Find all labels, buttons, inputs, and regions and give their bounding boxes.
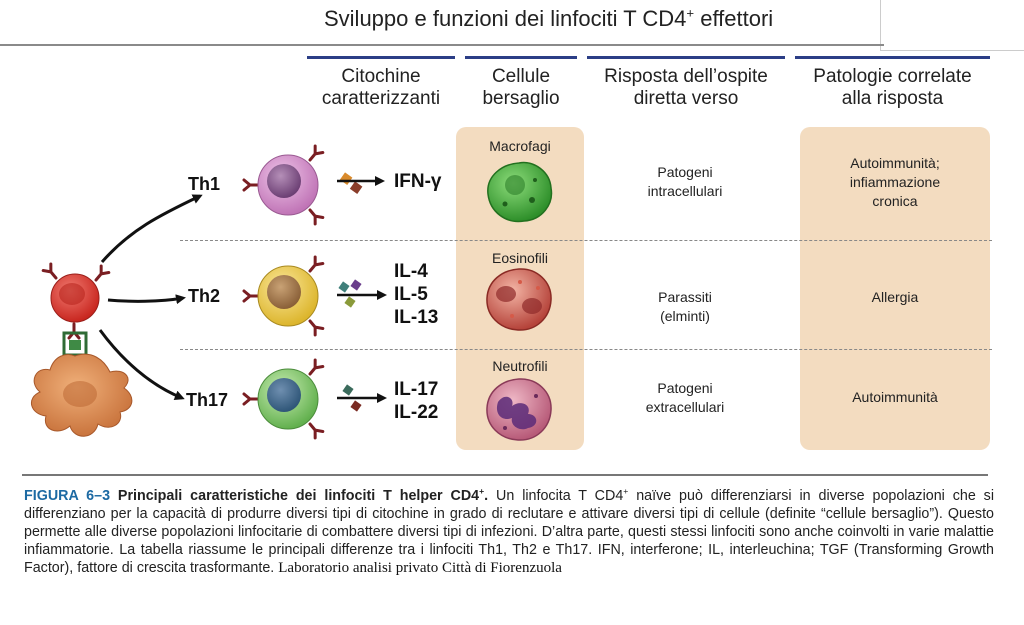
cytokine-label: IL-4	[394, 261, 428, 282]
response-line: Patogeni	[657, 380, 713, 396]
th17-cell	[242, 358, 325, 440]
response-line: extracellulari	[645, 399, 725, 415]
cytokine-label: IL-13	[394, 307, 439, 328]
cytokine-label: IL-17	[394, 379, 439, 400]
cytokine-label: IFN-γ	[394, 171, 442, 192]
column-header-line: Risposta dell’ospite	[604, 66, 768, 87]
branch-arrow-th1	[100, 194, 203, 263]
cytokine-label: IL-22	[394, 402, 439, 423]
column-rule-targets	[465, 56, 577, 59]
response-th1: Patogeni intracellulari	[600, 163, 770, 201]
caption-body-start: Un linfocita T CD4	[488, 488, 624, 504]
subset-label-th1: Th1	[188, 174, 221, 194]
column-header-line: bersaglio	[482, 88, 560, 109]
title-box	[880, 0, 1024, 51]
subset-label-th17: Th17	[186, 390, 229, 410]
macrophage-cell	[487, 161, 553, 223]
column-header-line: Patologie correlate	[813, 66, 972, 87]
pathology-line: Autoimmunità	[852, 389, 938, 405]
column-header-response: Risposta dell’ospite diretta verso	[584, 66, 788, 110]
cytokine-molecules-th2	[337, 279, 387, 308]
figure-label: FIGURA 6–3	[24, 488, 111, 504]
differentiation-diagram	[31, 144, 553, 441]
antigen-presenting-cell	[31, 353, 133, 437]
caption-title-superscript: +	[479, 486, 485, 497]
column-header-line: diretta verso	[633, 88, 739, 109]
pathology-th2: Allergia	[800, 288, 990, 307]
response-line: intracellulari	[647, 183, 723, 199]
cytokine-label: IL-5	[394, 284, 428, 305]
pathology-line: Allergia	[871, 289, 919, 305]
title-text: Sviluppo e funzioni dei linfociti T CD4	[324, 6, 687, 31]
column-header-pathology: Patologie correlate alla risposta	[792, 66, 993, 110]
column-rule-cytokines	[307, 56, 455, 59]
row-separator	[180, 240, 992, 241]
column-header-line: caratterizzanti	[321, 88, 441, 109]
response-line: (elminti)	[660, 308, 710, 324]
cytokines-th1: IFN-γ	[394, 170, 442, 193]
response-line: Patogeni	[657, 164, 713, 180]
cytokines-th2: IL-4 IL-5 IL-13	[394, 260, 438, 329]
response-th17: Patogeni extracellulari	[600, 379, 770, 417]
pathology-line: infiammazione	[849, 174, 941, 190]
neutrophil-cell	[486, 378, 552, 441]
naive-t-cell	[41, 262, 111, 340]
target-cell-label-th2: Eosinofili	[491, 250, 549, 266]
caption-rule	[22, 474, 988, 476]
th2-cell	[242, 255, 325, 337]
response-th2: Parassiti (elminti)	[600, 288, 770, 326]
caption-body-superscript: +	[623, 486, 629, 497]
branch-arrow-th2	[107, 294, 186, 305]
column-header-line: alla risposta	[841, 88, 944, 109]
column-rule-response	[587, 56, 785, 59]
cytokine-molecules-th1	[337, 172, 385, 194]
title-rule	[0, 44, 884, 46]
title-superscript: +	[686, 5, 695, 21]
column-rule-pathology	[795, 56, 990, 59]
pathology-line: cronica	[872, 193, 918, 209]
cytokine-molecules-th17	[337, 384, 387, 412]
watermark-text: Laboratorio analisi privato Città di Fio…	[278, 560, 562, 576]
pathology-line: Autoimmunità;	[850, 155, 940, 171]
column-header-cytokines: Citochine caratterizzanti	[300, 66, 462, 110]
target-cell-label-th1: Macrofagi	[489, 138, 551, 154]
column-header-line: Citochine	[341, 66, 421, 87]
tcr-mhc-synapse	[62, 331, 88, 357]
cytokines-th17: IL-17 IL-22	[394, 378, 438, 424]
caption-title: Principali caratteristiche dei linfociti…	[110, 486, 489, 504]
branch-arrow-th17	[98, 329, 185, 400]
column-header-targets: Cellule bersaglio	[462, 66, 580, 110]
subset-label-th2: Th2	[188, 286, 221, 306]
caption-body: naïve può differenziarsi in diverse popo…	[24, 488, 994, 576]
caption-title-period: .	[484, 488, 489, 504]
pathology-panel	[800, 127, 990, 450]
response-line: Parassiti	[658, 289, 712, 305]
title-tail: effettori	[694, 6, 774, 31]
figure-caption: FIGURA 6–3 Principali caratteristiche de…	[24, 487, 994, 577]
pathology-th17: Autoimmunità	[800, 388, 990, 407]
column-header-line: Cellule	[491, 66, 551, 87]
target-cell-label-th17: Neutrofili	[492, 358, 548, 374]
eosinophil-cell	[486, 268, 552, 331]
caption-title-text: Principali caratteristiche dei linfociti…	[110, 488, 480, 504]
th1-cell	[242, 144, 325, 226]
row-separator	[180, 349, 992, 350]
pathology-th1: Autoimmunità; infiammazione cronica	[800, 154, 990, 211]
figure-title: Sviluppo e funzioni dei linfociti T CD4+…	[324, 6, 884, 32]
